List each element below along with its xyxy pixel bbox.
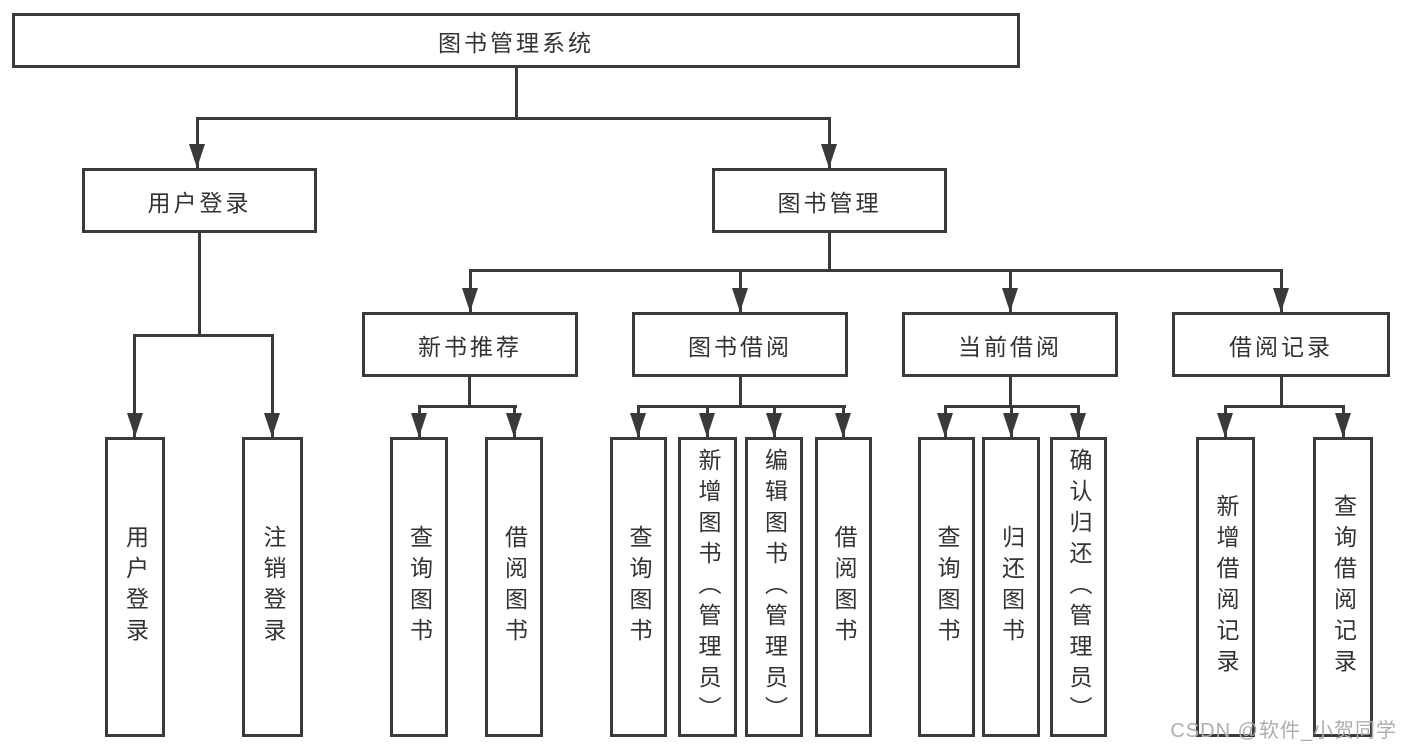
node-leaf-borrow-books-2: 借阅图书	[815, 437, 872, 737]
connector-line	[1280, 377, 1283, 408]
node-label: 图书管理	[777, 189, 882, 216]
node-user-login: 用户登录	[82, 168, 317, 233]
node-root-system: 图书管理系统	[12, 13, 1020, 68]
node-label: 编辑图书（管理员）	[761, 447, 788, 727]
connector-line	[133, 334, 274, 337]
arrow-down-icon	[835, 413, 851, 437]
node-leaf-query-borrow-record: 查询借阅记录	[1313, 437, 1373, 737]
node-label: 借阅图书	[831, 525, 857, 649]
arrow-down-icon	[937, 413, 953, 437]
node-leaf-user-login: 用户登录	[105, 437, 165, 737]
connector-line	[1009, 377, 1012, 408]
node-label: 归还图书	[998, 525, 1025, 649]
connector-line	[418, 405, 517, 408]
arrow-down-icon	[506, 413, 522, 437]
node-borrow-record: 借阅记录	[1172, 312, 1390, 377]
node-label: 新增图书（管理员）	[695, 447, 721, 727]
arrow-down-icon	[1003, 413, 1019, 437]
arrow-down-icon	[462, 288, 478, 312]
arrow-down-icon	[1002, 288, 1018, 312]
csdn-watermark: CSDN @软件_小贺同学	[1170, 720, 1397, 742]
connector-line	[468, 377, 471, 408]
node-leaf-add-books-admin: 新增图书（管理员）	[678, 437, 737, 737]
node-label: 用户登录	[122, 525, 149, 649]
arrow-down-icon	[1273, 288, 1289, 312]
node-label: 图书借阅	[688, 333, 792, 360]
node-leaf-edit-books-admin: 编辑图书（管理员）	[745, 437, 803, 737]
node-leaf-borrow-books-1: 借阅图书	[485, 437, 543, 737]
arrow-down-icon	[630, 413, 646, 437]
node-label: 用户登录	[147, 189, 252, 216]
node-label: 查询借阅记录	[1330, 494, 1357, 680]
node-label: 查询图书	[626, 525, 652, 649]
arrow-down-icon	[766, 413, 782, 437]
node-label: 新书推荐	[418, 333, 522, 360]
node-label: 注销登录	[260, 525, 286, 649]
node-book-borrow: 图书借阅	[632, 312, 848, 377]
node-leaf-confirm-return-admin: 确认归还（管理员）	[1050, 437, 1107, 737]
arrow-down-icon	[264, 413, 280, 437]
connector-line	[196, 117, 199, 168]
node-label: 当前借阅	[958, 333, 1062, 360]
arrow-down-icon	[1335, 413, 1351, 437]
connector-line	[271, 334, 274, 437]
arrow-down-icon	[732, 288, 748, 312]
node-new-book-recommend: 新书推荐	[362, 312, 578, 377]
connector-line	[198, 233, 201, 337]
node-label: 查询图书	[934, 525, 960, 649]
connector-line	[828, 233, 831, 272]
node-leaf-add-borrow-record: 新增借阅记录	[1196, 437, 1255, 737]
arrow-down-icon	[821, 144, 837, 168]
arrow-down-icon	[1217, 413, 1233, 437]
node-leaf-query-books-1: 查询图书	[390, 437, 448, 737]
node-leaf-query-books-2: 查询图书	[610, 437, 667, 737]
node-leaf-return-books: 归还图书	[982, 437, 1040, 737]
arrow-down-icon	[189, 144, 205, 168]
connector-line	[133, 334, 136, 437]
node-label: 查询图书	[406, 525, 433, 649]
connector-line	[828, 117, 831, 168]
connector-line	[1224, 405, 1345, 408]
node-label: 借阅记录	[1229, 333, 1333, 360]
arrow-down-icon	[699, 413, 715, 437]
arrow-down-icon	[411, 413, 427, 437]
node-label: 图书管理系统	[438, 29, 594, 56]
connector-line	[515, 68, 518, 118]
arrow-down-icon	[127, 413, 143, 437]
connector-line	[469, 269, 1283, 272]
arrow-down-icon	[1070, 413, 1086, 437]
node-current-borrow: 当前借阅	[902, 312, 1118, 377]
node-leaf-logout: 注销登录	[242, 437, 303, 737]
node-book-management: 图书管理	[712, 168, 947, 233]
node-label: 借阅图书	[501, 525, 528, 649]
node-label: 确认归还（管理员）	[1066, 447, 1092, 727]
connector-line	[637, 405, 846, 408]
connector-line	[196, 117, 831, 120]
connector-line	[739, 377, 742, 408]
node-leaf-query-books-3: 查询图书	[918, 437, 975, 737]
node-label: 新增借阅记录	[1213, 494, 1239, 680]
